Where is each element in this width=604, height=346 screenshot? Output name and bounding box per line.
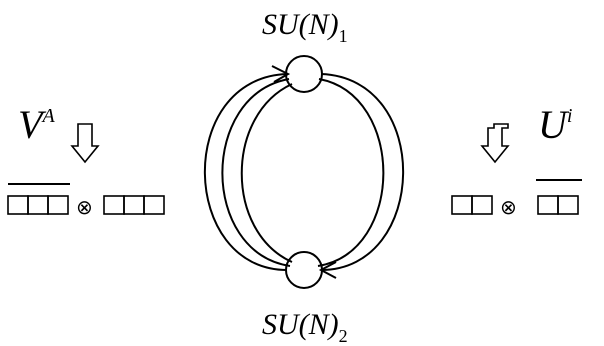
young-box <box>7 195 29 215</box>
hollow-down-arrow-icon <box>70 123 100 164</box>
bottom-node-circle <box>285 251 323 289</box>
left-field-label: VA <box>18 102 55 147</box>
right-edge-outer <box>320 73 405 271</box>
young-box <box>471 195 493 215</box>
bottom-node-label: SU(N)2 <box>262 308 348 346</box>
right-field-label: Ui <box>538 102 572 147</box>
young-box <box>451 195 473 215</box>
young-box <box>47 195 69 215</box>
left-edge-inner <box>240 83 293 263</box>
young-box <box>123 195 145 215</box>
top-node-label: SU(N)1 <box>262 8 348 46</box>
hollow-down-arrow-icon <box>480 123 510 164</box>
tensor-symbol-right: ⊗ <box>500 195 517 219</box>
right-edge-inner <box>317 78 385 267</box>
left-arrowhead <box>271 65 291 83</box>
right-arrowhead <box>318 261 337 279</box>
tensor-symbol-left: ⊗ <box>76 195 93 219</box>
left-edge-outer <box>203 73 288 271</box>
top-node-circle <box>285 55 323 93</box>
young-box <box>27 195 49 215</box>
young-box <box>557 195 579 215</box>
young-box <box>537 195 559 215</box>
young-box <box>143 195 165 215</box>
left-edge-middle <box>221 78 291 267</box>
young-box <box>103 195 125 215</box>
